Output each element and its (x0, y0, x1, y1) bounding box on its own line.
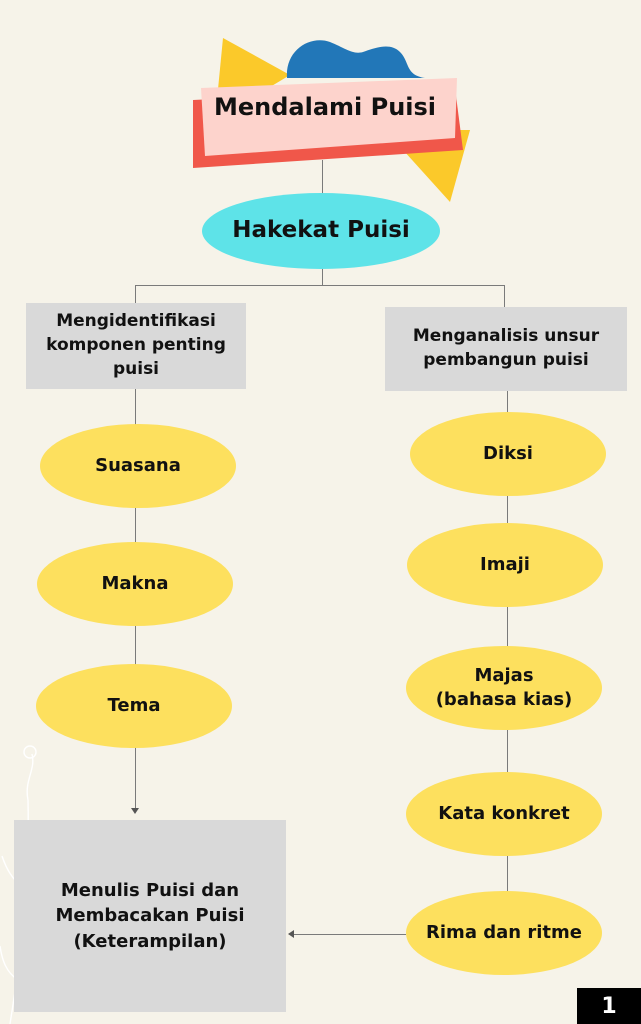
right-item-kata-konkret: Kata konkret (406, 772, 602, 856)
right-vertical-line (507, 391, 508, 891)
left-item-makna: Makna (37, 542, 233, 626)
branch-left-drop (135, 285, 136, 303)
result-box: Menulis Puisi dan Membacakan Puisi (Kete… (14, 820, 286, 1012)
left-item-tema: Tema (36, 664, 232, 748)
branch-horizontal (135, 285, 505, 286)
left-branch-heading: Mengidentifikasi komponen penting puisi (26, 303, 246, 389)
right-branch-heading: Menganalisis unsur pembangun puisi (385, 307, 627, 391)
right-item-majas: Majas (bahasa kias) (406, 646, 602, 730)
left-item-suasana: Suasana (40, 424, 236, 508)
connector-title-subtitle (322, 160, 323, 193)
down-arrowhead (131, 808, 139, 814)
title-decoration (193, 38, 470, 202)
blue-blob (286, 40, 425, 78)
connector-subtitle-branch (322, 269, 323, 286)
right-item-diksi: Diksi (410, 412, 606, 496)
main-title: Mendalami Puisi (213, 93, 437, 121)
connector-right-to-result (292, 934, 406, 935)
right-item-rima-dan-ritme: Rima dan ritme (406, 891, 602, 975)
branch-right-drop (504, 285, 505, 307)
title-pink-shape (201, 78, 457, 156)
page-number: 1 (577, 988, 641, 1024)
left-arrowhead (288, 930, 294, 938)
right-item-imaji: Imaji (407, 523, 603, 607)
subtitle-node: Hakekat Puisi (202, 193, 440, 269)
